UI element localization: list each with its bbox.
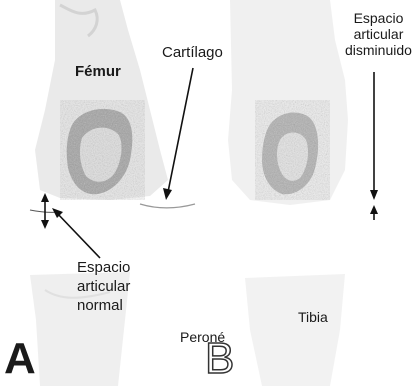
espacio-disminuido-line-1: Espacio <box>345 10 412 26</box>
espacio-normal-line-3: normal <box>77 296 130 315</box>
espacio-normal-arrow <box>52 208 100 258</box>
espacio-disminuido-line-2: articular <box>345 26 412 42</box>
joint-space-marker-a <box>41 193 49 229</box>
joint-space-marker-b <box>370 72 378 220</box>
espacio-disminuido-line-3: disminuido <box>345 42 412 58</box>
panel-b-label: B <box>205 336 234 382</box>
femoral-condyle-a <box>60 100 145 200</box>
cartilago-label: Cartílago <box>162 44 223 61</box>
femoral-condyle-b <box>255 100 330 200</box>
espacio-disminuido-label: Espacio articular disminuido <box>345 10 412 58</box>
femur-label: Fémur <box>75 63 121 80</box>
espacio-normal-line-1: Espacio <box>77 258 130 277</box>
tibia-label: Tibia <box>298 309 328 325</box>
tibia-bone-b <box>245 274 345 386</box>
cartilage-line <box>140 204 195 208</box>
espacio-normal-label: Espacio articular normal <box>77 258 130 315</box>
panel-a-label: A <box>4 336 36 382</box>
espacio-normal-line-2: articular <box>77 277 130 296</box>
